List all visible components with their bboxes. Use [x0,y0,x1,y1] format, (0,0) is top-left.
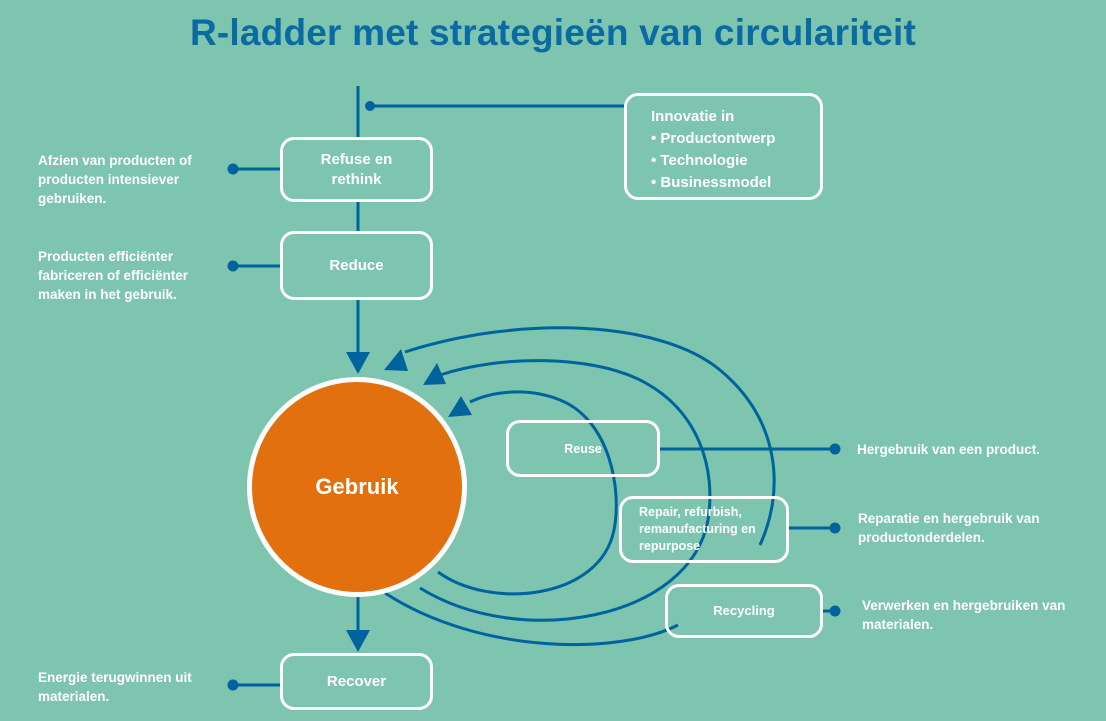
reuse-loop-arc [437,390,618,596]
reuse-dot [829,443,841,455]
recycling-description: Verwerken en hergebruiken van materialen… [862,598,1066,632]
innovation-box: Innovatie in Productontwerp Technologie … [624,93,823,200]
recycling-box: Recycling [665,584,823,638]
gebruik-label: Gebruik [315,474,399,499]
refuse-box: Refuse en rethink [280,137,433,202]
innovation-dot [365,101,375,111]
recover-box: Recover [280,653,433,710]
repair-description: Reparatie en hergebruik van productonder… [858,511,1040,545]
recycling-dot [829,605,841,617]
innovation-list: Productontwerp Technologie Businessmodel [651,128,820,194]
reuse-description: Hergebruik van een product. [857,442,1041,457]
recycling-loop-arc [384,326,776,647]
recycling-label: Recycling [713,603,775,618]
innovation-item: Businessmodel [651,172,820,194]
arrow-repair-icon [423,363,446,385]
repair-box: Repair, refurbish, remanufacturing en re… [619,496,789,563]
innovation-heading: Innovatie in [651,108,735,125]
innovation-item: Productontwerp [651,128,820,150]
refuse-dot [227,163,239,175]
recover-description: Energie terugwinnen uit materialen. [38,670,192,704]
page-title: R-ladder met strategieën van circularite… [189,12,917,53]
repair-loop-arc [419,359,712,622]
repair-dot [829,522,841,534]
arrow-down-recover-icon [346,630,370,652]
reduce-label: Reduce [329,256,384,274]
arrow-recycling-icon [384,349,408,371]
reduce-description: Producten efficiënter fabriceren of effi… [38,249,189,302]
gebruik-circle: Gebruik [247,377,467,597]
recover-dot [227,679,239,691]
reuse-box: Reuse [506,420,660,477]
reduce-box: Reduce [280,231,433,300]
arrow-down-gebruik-icon [346,352,370,374]
reuse-label: Reuse [564,441,602,456]
reduce-dot [227,260,239,272]
refuse-description: Afzien van producten of producten intens… [38,153,192,206]
innovation-item: Technologie [651,150,820,172]
repair-label: Repair, refurbish, remanufacturing en re… [639,505,756,553]
recover-label: Recover [326,672,387,690]
refuse-label: Refuse en rethink [320,150,393,188]
arrow-reuse-icon [448,396,472,417]
